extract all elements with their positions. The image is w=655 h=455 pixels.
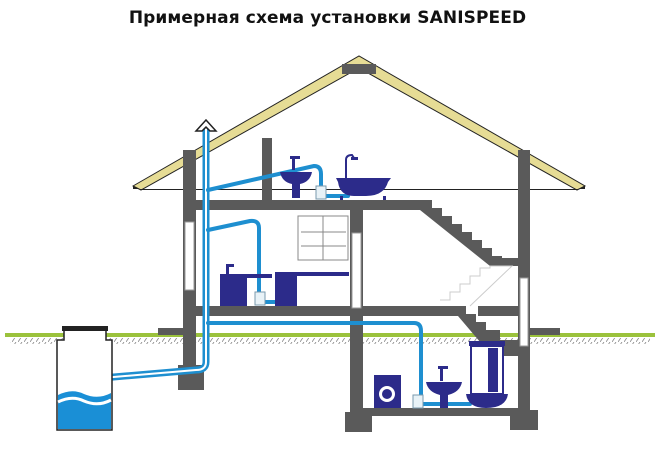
pump-upper [315, 185, 327, 200]
windows [184, 221, 529, 347]
pipes [98, 124, 472, 406]
roof-ridge-beam [342, 64, 376, 74]
countertop [247, 274, 272, 278]
fixtures [220, 153, 508, 408]
tank-water [58, 391, 111, 429]
ground [5, 333, 655, 344]
septic-tank [56, 326, 113, 431]
upper-stairs [420, 200, 502, 266]
tank-lid [62, 326, 108, 331]
stair-outline [440, 265, 514, 307]
middle-footing [345, 412, 372, 432]
pump-basement [412, 394, 424, 409]
middle-floor-slab [196, 306, 458, 316]
attic-post [262, 138, 272, 202]
upper-floor-slab [196, 200, 421, 210]
wall-cabinet [297, 215, 349, 261]
kitchen-sink-cabinet-icon [220, 264, 247, 306]
left-porch [158, 328, 183, 335]
house-structure [158, 138, 560, 432]
shower-cabin-icon [466, 341, 508, 408]
pump-kitchen [254, 291, 266, 306]
vent-arrow-icon [194, 118, 218, 132]
washbasin-icon [280, 156, 312, 198]
basement-floor-slab [363, 408, 518, 416]
right-porch [530, 328, 560, 335]
sanispeed-pumps [254, 185, 424, 409]
bathtub-icon [336, 153, 391, 200]
diagram-title: Примерная схема установки SANISPEED [128, 8, 527, 28]
dishwasher-icon [275, 272, 297, 306]
washing-machine-icon [374, 375, 401, 408]
basement-washbasin-icon [426, 366, 462, 408]
roof [131, 55, 587, 191]
